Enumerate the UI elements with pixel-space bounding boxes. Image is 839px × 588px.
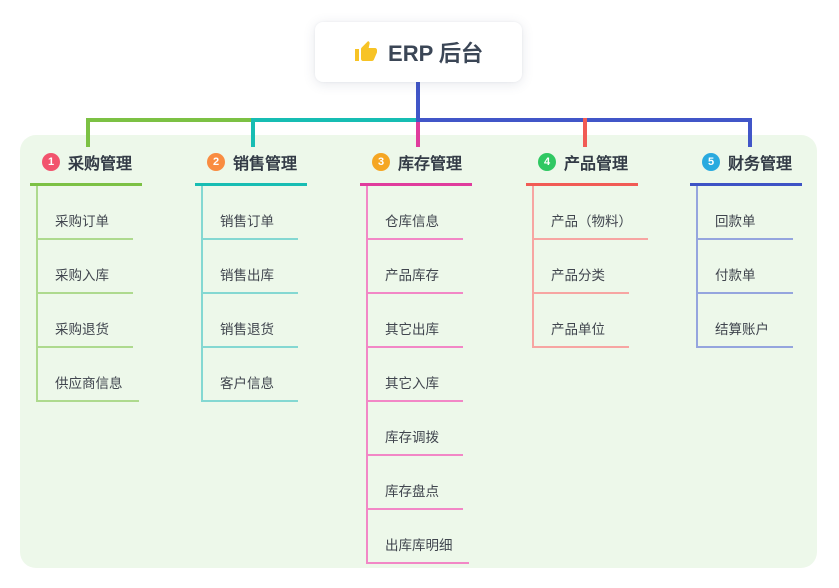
- branch-label: 库存管理: [398, 156, 463, 173]
- branch-inventory-items: 仓库信息 产品库存 其它出库 其它入库 库存调拨 库存盘点 出库库明细: [366, 186, 469, 564]
- branch-label: 采购管理: [68, 156, 133, 173]
- node-item[interactable]: 结算账户: [698, 294, 793, 348]
- node-item[interactable]: 销售出库: [203, 240, 298, 294]
- connector-drop-product: [583, 118, 587, 147]
- node-item[interactable]: 采购入库: [38, 240, 133, 294]
- node-item[interactable]: 采购订单: [38, 186, 133, 240]
- connector-drop-sales: [251, 118, 255, 147]
- root-title: ERP 后台: [388, 41, 483, 66]
- node-item[interactable]: 产品库存: [368, 240, 463, 294]
- node-item[interactable]: 出库库明细: [368, 510, 469, 564]
- branch-sales: 2 销售管理 销售订单 销售出库 销售退货 客户信息: [195, 148, 308, 402]
- branch-number-badge: 5: [702, 153, 720, 171]
- branch-inventory-header[interactable]: 3 库存管理: [360, 148, 473, 186]
- branch-number-badge: 3: [372, 153, 390, 171]
- node-item[interactable]: 库存调拨: [368, 402, 463, 456]
- branch-finance-header[interactable]: 5 财务管理: [690, 148, 803, 186]
- node-item[interactable]: 供应商信息: [38, 348, 139, 402]
- node-item[interactable]: 回款单: [698, 186, 793, 240]
- connector-bus-teal: [251, 118, 418, 122]
- node-item[interactable]: 付款单: [698, 240, 793, 294]
- branch-sales-header[interactable]: 2 销售管理: [195, 148, 308, 186]
- node-item[interactable]: 仓库信息: [368, 186, 463, 240]
- branch-number-badge: 2: [207, 153, 225, 171]
- branch-sales-items: 销售订单 销售出库 销售退货 客户信息: [201, 186, 298, 402]
- branch-product-header[interactable]: 4 产品管理: [526, 148, 639, 186]
- node-item[interactable]: 库存盘点: [368, 456, 463, 510]
- branches-panel: [20, 135, 817, 568]
- root-node-erp-backend[interactable]: ERP 后台: [315, 22, 522, 82]
- branch-label: 财务管理: [728, 156, 793, 173]
- node-item[interactable]: 其它出库: [368, 294, 463, 348]
- connector-drop-inventory: [416, 122, 420, 147]
- branch-finance: 5 财务管理 回款单 付款单 结算账户: [690, 148, 803, 348]
- branch-finance-items: 回款单 付款单 结算账户: [696, 186, 793, 348]
- branch-label: 产品管理: [564, 156, 629, 173]
- node-item[interactable]: 销售订单: [203, 186, 298, 240]
- node-item[interactable]: 销售退货: [203, 294, 298, 348]
- node-item[interactable]: 采购退货: [38, 294, 133, 348]
- node-item[interactable]: 产品分类: [534, 240, 629, 294]
- thumbs-up-icon: [354, 40, 378, 64]
- connector-drop-finance: [748, 118, 752, 147]
- node-item[interactable]: 其它入库: [368, 348, 463, 402]
- branch-number-badge: 4: [538, 153, 556, 171]
- branch-purchase: 1 采购管理 采购订单 采购入库 采购退货 供应商信息: [30, 148, 143, 402]
- connector-drop-purchase: [86, 118, 90, 147]
- branch-inventory: 3 库存管理 仓库信息 产品库存 其它出库 其它入库 库存调拨 库存盘点 出库库…: [360, 148, 473, 564]
- branch-purchase-items: 采购订单 采购入库 采购退货 供应商信息: [36, 186, 139, 402]
- branch-product: 4 产品管理 产品（物料） 产品分类 产品单位: [526, 148, 648, 348]
- branch-label: 销售管理: [233, 156, 298, 173]
- node-item[interactable]: 产品（物料）: [534, 186, 648, 240]
- branch-number-badge: 1: [42, 153, 60, 171]
- node-item[interactable]: 产品单位: [534, 294, 629, 348]
- connector-bus-green: [86, 118, 253, 122]
- branch-product-items: 产品（物料） 产品分类 产品单位: [532, 186, 648, 348]
- node-item[interactable]: 客户信息: [203, 348, 298, 402]
- connector-root-vertical: [416, 81, 420, 120]
- branch-purchase-header[interactable]: 1 采购管理: [30, 148, 143, 186]
